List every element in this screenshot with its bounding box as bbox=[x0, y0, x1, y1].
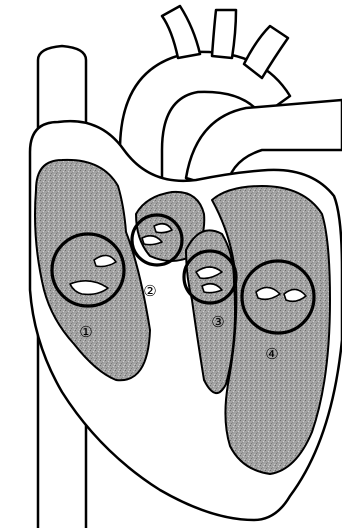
label-1: ① bbox=[79, 323, 92, 341]
label-3: ③ bbox=[211, 313, 224, 331]
label-4: ④ bbox=[265, 345, 278, 363]
aorta-branch-3 bbox=[244, 26, 288, 78]
aorta-branch-1 bbox=[162, 6, 200, 58]
aorta-branch-2 bbox=[212, 10, 236, 58]
label-2: ② bbox=[143, 282, 156, 300]
